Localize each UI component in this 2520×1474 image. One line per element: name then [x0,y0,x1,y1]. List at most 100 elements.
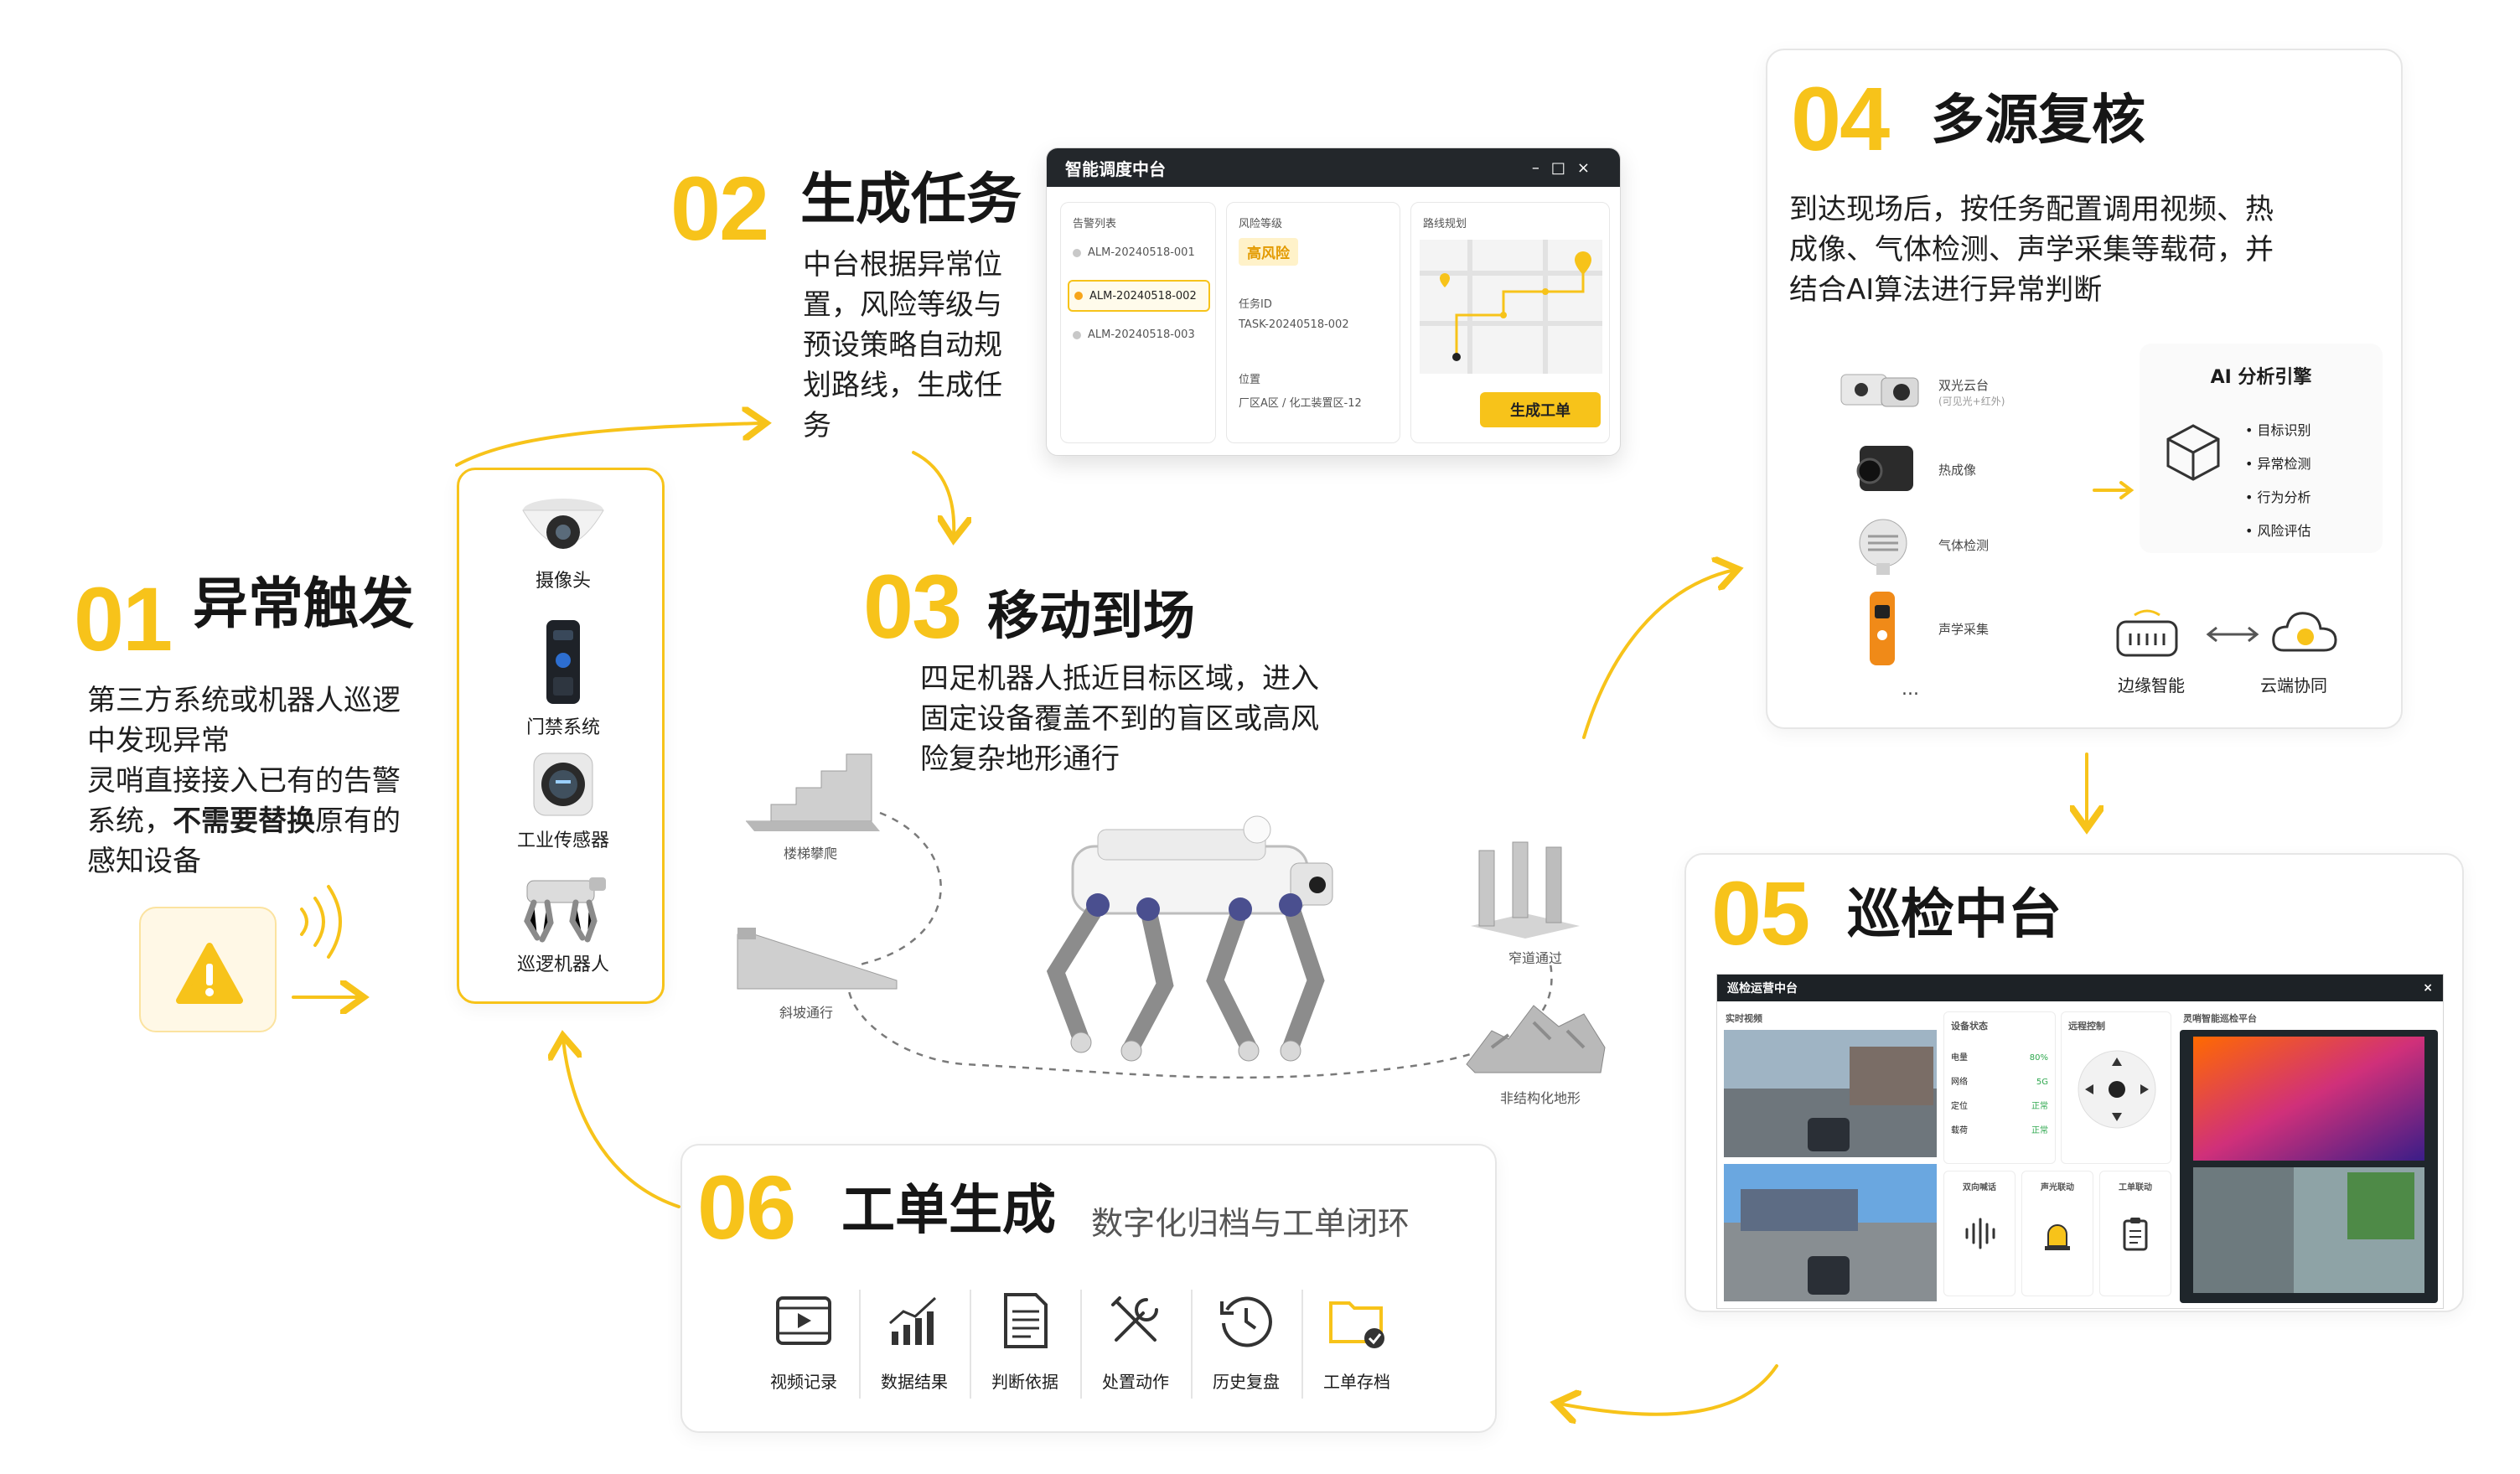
divider [859,1290,861,1399]
cube-icon [2166,424,2220,481]
cloud-label: 云端协同 [2260,675,2327,696]
divider [1301,1290,1303,1399]
step1-line: 感知设备 [87,845,201,878]
alarm-item[interactable]: ALM-20240518-003 [1073,328,1195,341]
generate-work-order-button[interactable]: 生成工单 [1480,392,1601,427]
archive-item-label: 视频记录 [770,1372,837,1392]
step5-title: 巡检中台 [1847,884,2062,946]
archive-items: 视频记录 数据结果 判断依据 处置动作 [758,1290,1428,1407]
document-icon [1004,1293,1048,1348]
step5-number: 05 [1711,862,1810,964]
ai-engine-panel: AI 分析引擎 • 目标识别 • 异常检测 • 行为分析 • 风险评估 [2140,344,2383,553]
panel-header: 告警列表 [1073,218,1117,230]
step5-card: 05 巡检中台 巡检运营中台 × 实时视频 设备状态 [1684,853,2464,1312]
risk-panel: 风险等级 高风险 任务ID TASK-20240518-002 位置 厂区A区 … [1226,202,1400,443]
payload-sublabel: (可见光+红外) [1938,396,2005,407]
dispatch-window-titlebar: 智能调度中台 –□× [1047,148,1620,187]
route-panel: 路线规划 生成工单 [1410,202,1610,443]
ai-capability-item: • 异常检测 [2245,456,2311,472]
archive-item-label: 历史复盘 [1213,1372,1280,1392]
archive-item-label: 判断依据 [991,1372,1058,1392]
light-alarm-button[interactable]: 声光联动 [2021,1171,2093,1296]
status-dot [1074,292,1083,300]
ai-capabilities: • 目标识别 • 异常检测 • 行为分析 • 风险评估 [2245,414,2311,548]
inspection-platform-screen [2180,1030,2438,1303]
route-map [1420,240,1602,374]
status-dot [1073,248,1081,257]
archive-item: 视频记录 [758,1290,850,1393]
video-feed-2 [1724,1164,1937,1301]
step2-number: 02 [670,158,769,259]
device-sensor: 工业传感器 [459,747,667,852]
archive-item: 工单存档 [1311,1290,1403,1393]
dispatch-window: 智能调度中台 –□× 告警列表 ALM-20240518-001 ALM-202… [1046,147,1621,456]
edge-computing-icon [2116,609,2178,657]
step3-line: 固定设备覆盖不到的盲区或高风 [920,702,1319,736]
task-value: TASK-20240518-002 [1239,318,1349,331]
arrow-right-icon [2093,481,2134,499]
step1-line: 中发现异常 [87,724,230,758]
payload-label: 热成像 [1938,462,1977,478]
ai-capability-item: • 目标识别 [2245,422,2311,438]
voice-talk-button[interactable]: 双向喊话 [1943,1171,2015,1296]
step3-title: 移动到场 [987,585,1196,646]
task-label: 任务ID [1239,298,1272,311]
ai-engine-title: AI 分析引擎 [2210,367,2312,388]
alarm-item-selected[interactable]: ALM-20240518-002 [1068,280,1210,312]
terrain-label: 窄道通过 [1508,950,1563,966]
step2-line: 划路线，生成任 [803,369,1002,402]
alert-card [139,907,277,1032]
sensor-devices-panel: 摄像头 门禁系统 工业传感器 [457,468,665,1004]
step2-line: 中台根据异常位 [803,248,1002,282]
step6-subtitle: 数字化归档与工单闭环 [1091,1205,1410,1242]
alarm-list-panel: 告警列表 ALM-20240518-001 ALM-20240518-002 A… [1060,202,1216,443]
joystick-pad[interactable] [2075,1047,2159,1131]
archive-item: 处置动作 [1089,1290,1182,1393]
rough-terrain-icon [1466,1005,1606,1073]
dispatch-window-title: 智能调度中台 [1065,158,1166,179]
signal-waves-icon [300,885,342,959]
gas-detector-icon [1859,519,1907,575]
step3-description: 四足机器人抵近目标区域，进入 固定设备覆盖不到的盲区或高风 险复杂地形通行 [920,659,1373,779]
ramp-icon [737,928,898,990]
panel-header: 远程控制 [2068,1021,2105,1032]
stairs-icon [746,753,880,831]
more-payloads: ... [1902,679,1919,700]
action-buttons: 双向喊话 声光联动 工单联动 [1943,1171,2171,1301]
work-order-button[interactable]: 工单联动 [2099,1171,2171,1296]
step1-line: 第三方系统或机器人巡逻 [87,684,401,717]
archive-item: 判断依据 [979,1290,1071,1393]
status-dot [1073,330,1081,339]
access-control-icon [546,620,580,704]
divider [1080,1290,1082,1399]
device-label: 巡逻机器人 [516,954,609,975]
step3-line: 四足机器人抵近目标区域，进入 [920,662,1319,696]
close-icon[interactable]: × [2423,981,2433,995]
step1-description: 第三方系统或机器人巡逻 中发现异常 灵哨直接接入已有的告警 系统，不需要替换原有… [87,680,448,882]
warning-triangle-icon [176,943,243,1004]
quadruped-robot-illustration [1046,815,1333,1062]
archive-item-label: 处置动作 [1102,1372,1169,1392]
archive-item-label: 数据结果 [881,1372,948,1392]
location-value: 厂区A区 / 化工装置区-12 [1239,397,1362,410]
archive-item-label: 工单存档 [1323,1372,1390,1392]
step4-line: 成像、气体检测、声学采集等载荷，并 [1789,233,2274,266]
alarm-item[interactable]: ALM-20240518-001 [1073,246,1195,259]
step4-title: 多源复核 [1931,90,2145,152]
window-controls[interactable]: –□× [1531,158,1602,177]
status-row: 定位正常 [1951,1102,2048,1111]
risk-badge: 高风险 [1239,238,1298,266]
panel-header: 灵哨智能巡检平台 [2183,1013,2257,1024]
step2-title: 生成任务 [800,167,1022,231]
step4-line: 到达现场后，按任务配置调用视频、热 [1789,193,2274,226]
step1-number: 01 [74,568,173,670]
quadruped-robot-icon [524,877,606,943]
inspection-window-titlebar: 巡检运营中台 × [1717,975,2443,1001]
device-label: 工业传感器 [516,830,609,851]
status-row: 载荷正常 [1951,1126,2048,1135]
bidirectional-arrow-icon [2206,626,2259,643]
dome-camera-icon [522,499,604,549]
payload-label: 声学采集 [1938,621,1990,637]
